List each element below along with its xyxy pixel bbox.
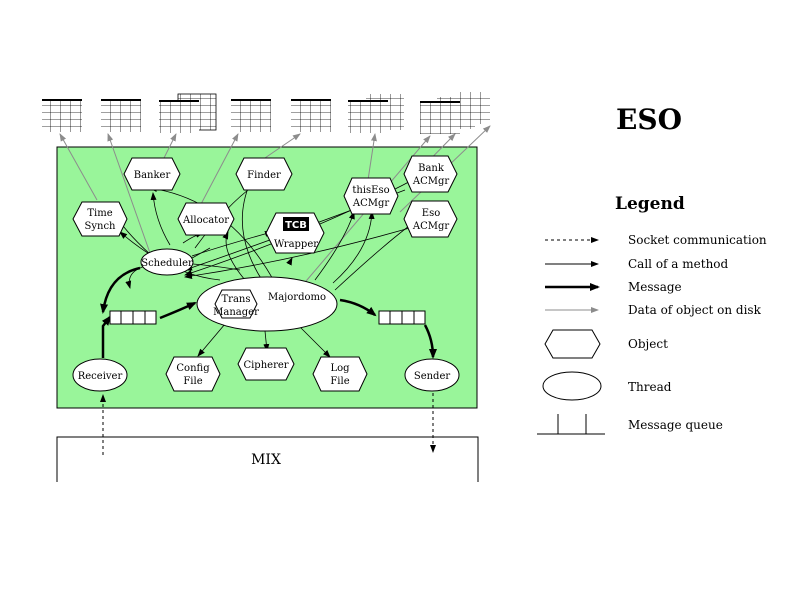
node-log-file: Log File xyxy=(312,356,368,392)
svg-text:Sender: Sender xyxy=(414,371,451,382)
svg-text:Synch: Synch xyxy=(85,221,117,232)
svg-text:Trans: Trans xyxy=(222,294,251,305)
svg-text:Message queue: Message queue xyxy=(628,418,723,432)
svg-text:File: File xyxy=(330,376,349,387)
message-queue-in xyxy=(109,310,157,325)
svg-text:Allocator: Allocator xyxy=(182,215,229,226)
node-config-file: Config File xyxy=(165,356,221,392)
legend-object: Object xyxy=(544,329,668,359)
disk-table-stack-icon xyxy=(420,92,490,134)
socket-arrows xyxy=(100,393,436,455)
svg-text:Majordomo: Majordomo xyxy=(268,292,326,303)
svg-text:Data of object on disk: Data of object on disk xyxy=(628,303,762,317)
svg-text:Object: Object xyxy=(628,337,668,351)
legend-call: Call of a method xyxy=(545,257,729,271)
node-time-synch: Time Synch xyxy=(72,201,128,237)
disk-table-icon xyxy=(42,99,82,132)
node-receiver: Receiver xyxy=(72,358,128,392)
svg-text:Cipherer: Cipherer xyxy=(243,360,288,371)
svg-text:Finder: Finder xyxy=(247,170,281,181)
svg-text:Receiver: Receiver xyxy=(78,371,123,382)
svg-text:Manager: Manager xyxy=(213,307,259,318)
diagram-title: ESO xyxy=(616,103,682,136)
svg-text:Message: Message xyxy=(628,280,682,294)
svg-text:Wrapper: Wrapper xyxy=(274,239,318,250)
node-cipherer: Cipherer xyxy=(237,347,295,381)
node-scheduler: Scheduler xyxy=(140,248,194,276)
svg-text:Log: Log xyxy=(330,363,350,374)
disk-table-icon xyxy=(231,99,271,132)
node-banker: Banker xyxy=(123,157,181,191)
svg-text:Banker: Banker xyxy=(134,170,171,181)
node-tcb-wrapper: TCB Wrapper xyxy=(265,212,325,254)
node-eso-acmgr: Eso ACMgr xyxy=(403,200,458,238)
legend-data: Data of object on disk xyxy=(545,303,762,317)
svg-text:Eso: Eso xyxy=(422,208,440,219)
legend-message: Message xyxy=(545,280,682,294)
legend-socket: Socket communication xyxy=(545,233,767,247)
disk-table-icon xyxy=(101,99,141,132)
svg-text:ACMgr: ACMgr xyxy=(412,221,450,232)
svg-text:Call of a method: Call of a method xyxy=(628,257,729,271)
svg-text:Socket communication: Socket communication xyxy=(628,233,767,247)
legend: Legend Socket communication Call of a me… xyxy=(537,194,767,435)
mix-box: MIX xyxy=(56,436,479,482)
legend-thread: Thread xyxy=(542,371,672,401)
svg-text:Bank: Bank xyxy=(418,163,445,174)
node-this-eso-acmgr: thisEso ACMgr xyxy=(343,177,399,215)
svg-text:TCB: TCB xyxy=(285,220,307,231)
svg-text:Config: Config xyxy=(176,363,210,374)
svg-text:Scheduler: Scheduler xyxy=(141,258,193,269)
disk-table-icon xyxy=(291,99,331,132)
message-arrows xyxy=(100,266,437,359)
svg-text:Thread: Thread xyxy=(628,380,672,394)
node-trans-manager: Trans Manager xyxy=(213,289,259,319)
disk-table-stack-icon xyxy=(348,94,404,133)
svg-text:Time: Time xyxy=(87,208,112,219)
tcb-badge xyxy=(283,217,309,231)
svg-text:File: File xyxy=(183,376,202,387)
disk-tables xyxy=(42,92,490,134)
message-queue-out xyxy=(378,310,426,325)
legend-heading: Legend xyxy=(615,194,685,214)
node-finder: Finder xyxy=(235,157,293,191)
node-allocator: Allocator xyxy=(177,202,235,236)
mix-label: MIX xyxy=(251,452,281,468)
disk-table-stack-icon xyxy=(159,93,217,133)
node-sender: Sender xyxy=(404,358,460,392)
svg-text:ACMgr: ACMgr xyxy=(352,198,390,209)
svg-text:thisEso: thisEso xyxy=(352,185,389,196)
legend-queue: Message queue xyxy=(537,414,723,435)
svg-text:ACMgr: ACMgr xyxy=(412,176,450,187)
node-bank-acmgr: Bank ACMgr xyxy=(403,155,458,193)
